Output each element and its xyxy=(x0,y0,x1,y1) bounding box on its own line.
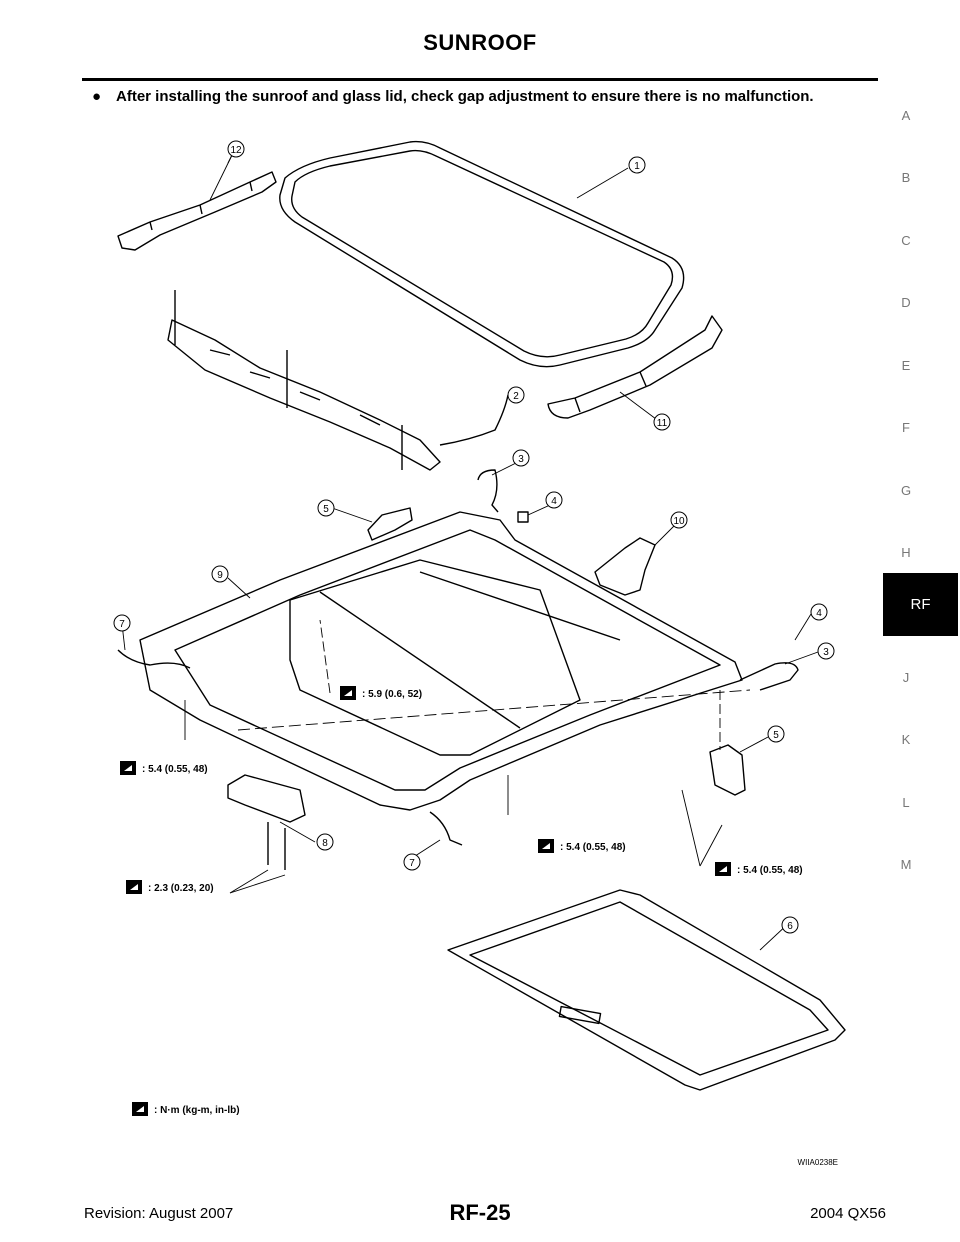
svg-text:4: 4 xyxy=(816,608,822,619)
index-letter-c[interactable]: C xyxy=(901,233,911,248)
clip-part xyxy=(517,511,529,523)
index-letter-m[interactable]: M xyxy=(900,857,912,872)
svg-text:7: 7 xyxy=(119,619,125,630)
index-letter-f[interactable]: F xyxy=(902,420,910,435)
side-bracket-part xyxy=(367,507,413,541)
svg-text:3: 3 xyxy=(518,454,524,465)
index-letter-d[interactable]: D xyxy=(901,295,911,310)
callout-4-right: 4 xyxy=(810,603,828,621)
callout-11: 11 xyxy=(653,413,671,431)
callout-6: 6 xyxy=(781,916,799,934)
callout-7: 7 xyxy=(113,614,131,632)
svg-text:10: 10 xyxy=(673,516,685,527)
side-bracket-right-part xyxy=(709,744,746,796)
callout-1: 1 xyxy=(628,156,646,174)
callout-3: 3 xyxy=(512,449,530,467)
title-rule xyxy=(82,78,878,81)
index-tab-active[interactable]: RF xyxy=(883,573,958,636)
sunroof-motor-part xyxy=(227,774,306,870)
torque-spec-3: : 2.3 (0.23, 20) xyxy=(126,880,214,894)
index-letter-h[interactable]: H xyxy=(901,545,911,560)
page-title: SUNROOF xyxy=(423,30,537,55)
callout-9: 9 xyxy=(211,565,229,583)
index-letter-b[interactable]: B xyxy=(901,170,911,185)
callout-12: 12 xyxy=(227,140,245,158)
torque-spec-2: : 5.4 (0.55, 48) xyxy=(120,761,208,775)
rear-drain-hose-lower-part xyxy=(429,811,463,846)
index-letter-l[interactable]: L xyxy=(902,795,910,810)
glass-lid-part xyxy=(279,140,685,368)
svg-text:5: 5 xyxy=(773,730,779,741)
callout-2: 2 xyxy=(507,386,525,404)
model-year: 2004 QX56 xyxy=(810,1205,886,1222)
svg-text:4: 4 xyxy=(551,496,557,507)
svg-text:: N·m (kg-m, in-lb): : N·m (kg-m, in-lb) xyxy=(154,1105,240,1116)
svg-text:11: 11 xyxy=(657,418,668,429)
index-letter-a[interactable]: A xyxy=(901,108,911,123)
callout-5: 5 xyxy=(317,499,335,517)
svg-text:: 2.3 (0.23, 20): : 2.3 (0.23, 20) xyxy=(148,883,214,894)
figure-id: WIIA0238E xyxy=(798,1158,838,1167)
callout-8: 8 xyxy=(316,833,334,851)
svg-text:: 5.4 (0.55, 48): : 5.4 (0.55, 48) xyxy=(737,865,803,876)
torque-spec-group: : 5.9 (0.6, 52) : 5.4 (0.55, 48) : 2.3 (… xyxy=(120,686,803,1116)
torque-spec-4: : 5.4 (0.55, 48) xyxy=(538,839,626,853)
drain-hose-part xyxy=(439,394,509,446)
page-number: RF-25 xyxy=(449,1200,511,1225)
sunshade-part xyxy=(447,889,846,1091)
torque-spec-5: : 5.4 (0.55, 48) xyxy=(715,862,803,876)
installation-note: After installing the sunroof and glass l… xyxy=(116,88,814,105)
torque-spec-1: : 5.9 (0.6, 52) xyxy=(340,686,422,700)
deflector-bracket-part xyxy=(117,171,277,251)
callout-3-right: 3 xyxy=(817,642,835,660)
callout-group: 1 12 2 11 3 4 5 10 9 4 7 3 5 8 7 6 xyxy=(113,140,835,934)
front-frame-bar-part xyxy=(167,290,441,471)
index-letter-g[interactable]: G xyxy=(900,483,912,498)
rear-drain-hose-part xyxy=(477,469,499,513)
svg-text:9: 9 xyxy=(217,570,223,581)
svg-text:3: 3 xyxy=(823,647,829,658)
rear-drain-guide-part xyxy=(547,315,723,419)
index-letter-k[interactable]: K xyxy=(901,732,911,747)
callout-10: 10 xyxy=(670,511,688,529)
svg-text:8: 8 xyxy=(322,838,328,849)
index-letter-e[interactable]: E xyxy=(901,358,911,373)
callout-5-right: 5 xyxy=(767,725,785,743)
sunroof-exploded-diagram: 1 12 2 11 3 4 5 10 9 4 7 3 5 8 7 6 : 5.9… xyxy=(113,140,846,1167)
svg-text:: 5.9 (0.6, 52): : 5.9 (0.6, 52) xyxy=(362,689,422,700)
sunroof-frame-part xyxy=(139,511,743,811)
revision-date: Revision: August 2007 xyxy=(84,1205,234,1222)
svg-text:7: 7 xyxy=(409,858,415,869)
rear-bracket-part xyxy=(594,537,656,596)
svg-text:2: 2 xyxy=(513,391,519,402)
front-drain-hose-part xyxy=(117,649,191,669)
svg-text:12: 12 xyxy=(230,145,242,156)
svg-text:: 5.4 (0.55, 48): : 5.4 (0.55, 48) xyxy=(142,764,208,775)
svg-text:: 5.4 (0.55, 48): : 5.4 (0.55, 48) xyxy=(560,842,626,853)
callout-4: 4 xyxy=(545,491,563,509)
index-letter-j[interactable]: J xyxy=(902,670,910,685)
torque-legend: : N·m (kg-m, in-lb) xyxy=(132,1102,240,1116)
side-drain-hose-part xyxy=(739,662,799,691)
svg-text:1: 1 xyxy=(634,161,640,172)
bullet-icon: ● xyxy=(92,88,102,105)
callout-7-lower: 7 xyxy=(403,853,421,871)
svg-text:5: 5 xyxy=(323,504,329,515)
svg-text:6: 6 xyxy=(787,921,793,932)
